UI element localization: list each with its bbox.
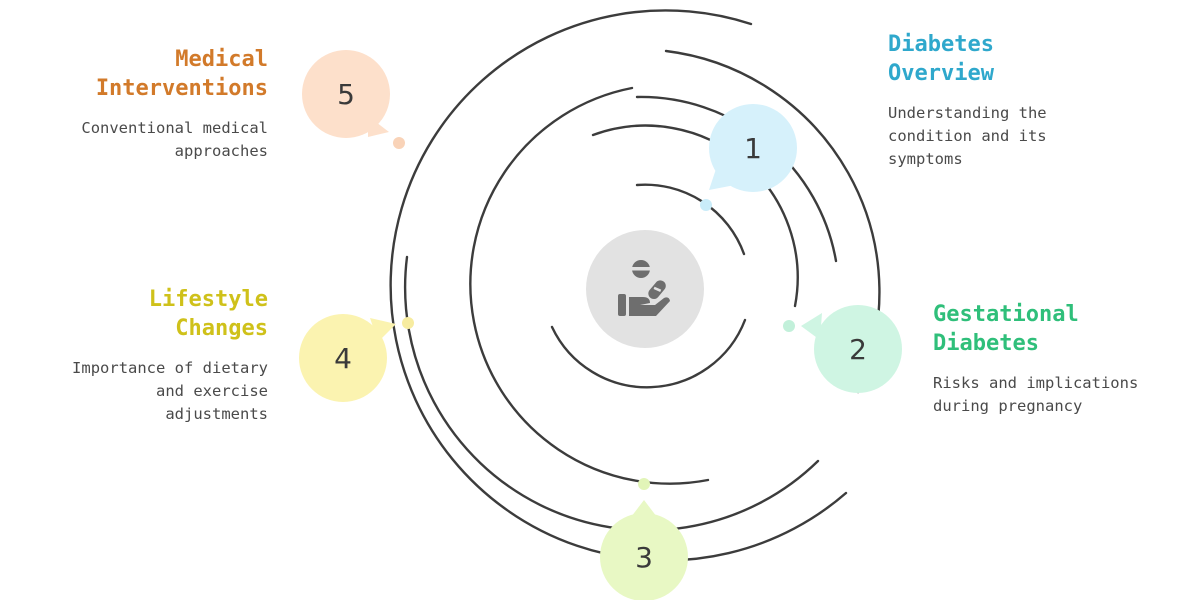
connector-dot-3 bbox=[638, 478, 650, 490]
ring-arc bbox=[469, 86, 710, 485]
number-5: 5 bbox=[337, 78, 355, 111]
title-medical-interventions: Medical Interventions bbox=[95, 47, 268, 101]
connector-dot-4 bbox=[402, 317, 414, 329]
label-diabetes-overview: Diabetes Overview Understanding the cond… bbox=[888, 30, 1128, 171]
label-medical-interventions: Medical Interventions Conventional medic… bbox=[20, 45, 268, 163]
number-bubble-3: 3 bbox=[600, 500, 688, 600]
number-bubble-1: 1 bbox=[709, 104, 797, 192]
center-circle bbox=[586, 230, 704, 348]
connector-dot-1 bbox=[700, 199, 712, 211]
connector-dot-5 bbox=[393, 137, 405, 149]
title-gestational-diabetes: Gestational Diabetes bbox=[933, 302, 1079, 356]
hand-with-pills-icon bbox=[618, 260, 670, 316]
ring-arc bbox=[550, 318, 747, 389]
desc-diabetes-overview: Understanding the condition and its symp… bbox=[888, 104, 1047, 168]
connector-dot-2 bbox=[783, 320, 795, 332]
desc-gestational-diabetes: Risks and implications during pregnancy bbox=[933, 374, 1139, 415]
number-1: 1 bbox=[744, 132, 762, 165]
number-4: 4 bbox=[334, 342, 352, 375]
desc-medical-interventions: Conventional medical approaches bbox=[81, 119, 268, 160]
title-diabetes-overview: Diabetes Overview bbox=[888, 32, 994, 86]
number-3: 3 bbox=[635, 541, 653, 574]
number-2: 2 bbox=[849, 333, 867, 366]
ring-arc bbox=[403, 255, 820, 532]
desc-lifestyle-changes: Importance of dietary and exercise adjus… bbox=[72, 359, 268, 423]
number-bubble-5: 5 bbox=[302, 50, 390, 138]
label-gestational-diabetes: Gestational Diabetes Risks and implicati… bbox=[933, 300, 1183, 418]
title-lifestyle-changes: Lifestyle Changes bbox=[148, 287, 268, 341]
number-bubble-4: 4 bbox=[299, 314, 396, 402]
center-hub bbox=[586, 230, 704, 348]
label-lifestyle-changes: Lifestyle Changes Importance of dietary … bbox=[20, 285, 268, 426]
connector-dots bbox=[393, 137, 795, 490]
number-bubble-2: 2 bbox=[801, 305, 902, 393]
